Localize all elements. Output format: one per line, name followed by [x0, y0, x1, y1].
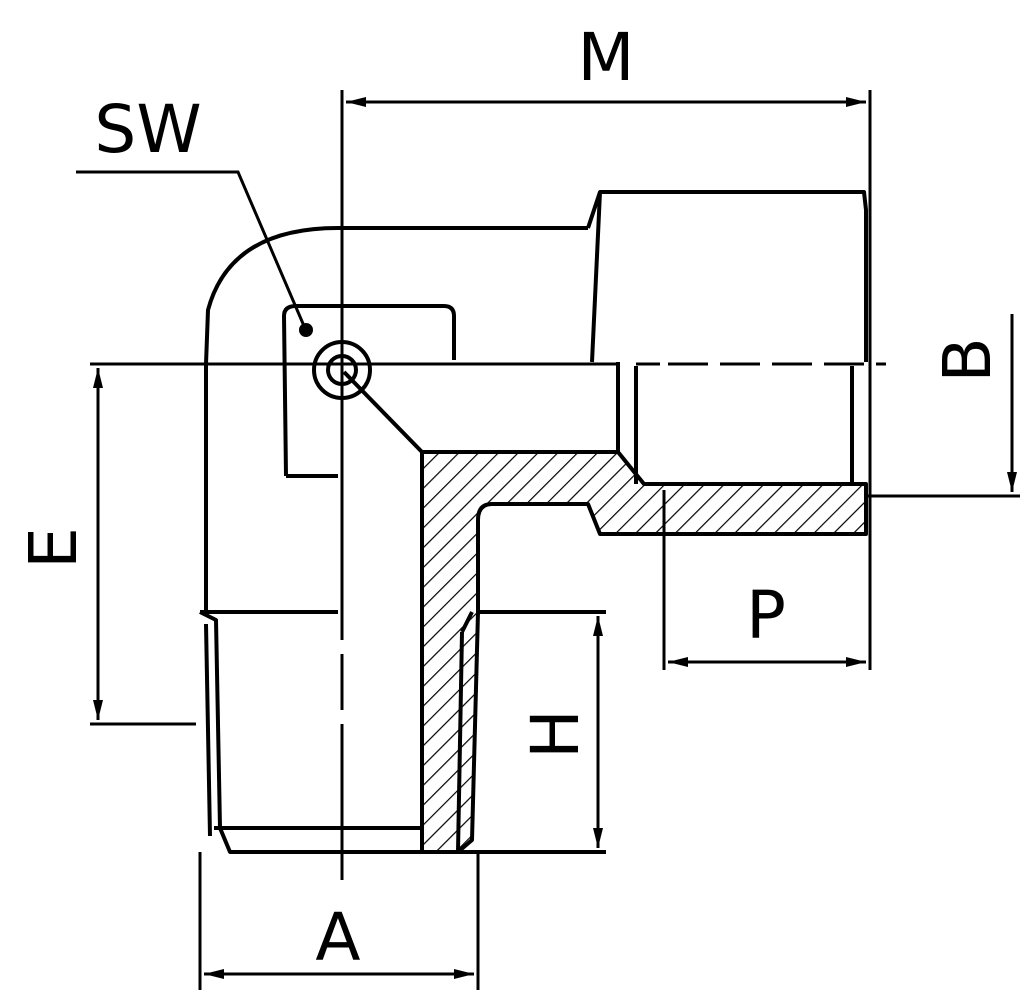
center-lines [90, 90, 886, 880]
hatched-section [420, 450, 868, 854]
label-a: A [315, 899, 360, 976]
label-m: M [578, 19, 635, 96]
label-p: P [746, 577, 786, 654]
sw-dot [299, 323, 313, 337]
label-sw: SW [94, 91, 201, 168]
label-h: H [517, 709, 594, 759]
fitting-body [199, 190, 868, 854]
label-e: E [15, 527, 92, 569]
extension-lines [76, 90, 1020, 990]
dimension-lines [93, 97, 1017, 979]
label-b: B [929, 337, 1006, 382]
